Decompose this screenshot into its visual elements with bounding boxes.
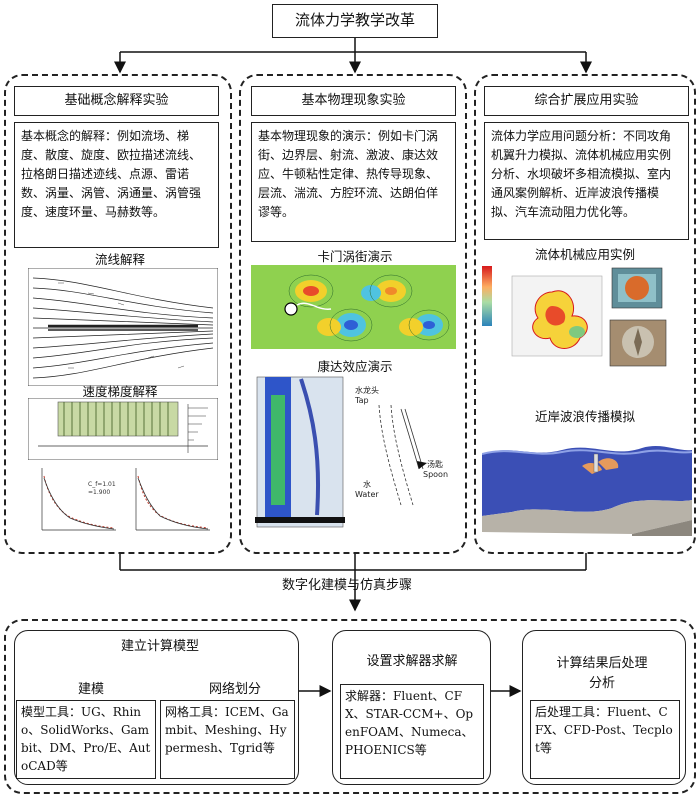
col3-figure2-caption: 近岸波浪传播模拟: [534, 409, 635, 424]
plot-label-cf: C_f=1.01: [88, 481, 116, 488]
col2-heading-box: 基本物理现象实验: [251, 86, 456, 116]
fluid-machinery-figure: [482, 266, 667, 367]
col1-description: 基本概念的解释：例如流场、梯度、散度、旋度、欧拉描述流线、拉格朗日描述迹线、点源…: [21, 129, 202, 219]
col3-figure1-caption: 流体机械应用实例: [534, 247, 635, 262]
modeling-tools-text: 模型工具：UG、Rhino、SolidWorks、Gambit、DM、Pro/E…: [21, 705, 151, 773]
col3-heading-box: 综合扩展应用实验: [484, 86, 689, 116]
modeling-tools-box: 模型工具：UG、Rhino、SolidWorks、Gambit、DM、Pro/E…: [16, 700, 156, 779]
col2-description-box: 基本物理现象的演示：例如卡门涡街、边界层、射流、激波、康达效应、牛顿粘性定律、热…: [251, 122, 456, 242]
coanda-water-en: Water: [355, 490, 379, 499]
col2-figure1-caption: 卡门涡街演示: [317, 249, 393, 264]
coanda-spoon-zh: 汤匙: [427, 459, 443, 469]
col2-description: 基本物理现象的演示：例如卡门涡街、边界层、射流、激波、康达效应、牛顿粘性定律、热…: [258, 129, 439, 219]
post-processing-title: 计算结果后处理分析: [556, 656, 648, 691]
col2-heading: 基本物理现象实验: [301, 93, 406, 108]
coastal-wave-figure: [482, 446, 692, 536]
column-basic-concepts: [4, 74, 232, 554]
coanda-water-zh: 水: [363, 479, 371, 489]
modeling-title: 建模: [77, 682, 104, 697]
boundary-layer-plots: C_f=1.01 =1.900: [41, 468, 210, 531]
post-tools-text: 后处理工具：Fluent、CFX、CFD-Post、Tecplot等: [535, 705, 673, 755]
col1-heading: 基础概念解释实验: [64, 93, 169, 108]
main-title: 流体力学教学改革: [294, 11, 415, 29]
build-model-title: 建立计算模型: [120, 639, 199, 654]
mesh-tools-text: 网格工具：ICEM、Gambit、Meshing、Hypermesh、Tgrid…: [165, 705, 289, 755]
solver-tools-text: 求解器：Fluent、CFX、STAR-CCM+、OpenFOAM、Numeca…: [345, 689, 474, 757]
velocity-gradient-figure: [28, 398, 218, 460]
col1-figure2-caption: 速度梯度解释: [82, 384, 158, 399]
coanda-tap-en: Tap: [354, 396, 369, 405]
col1-description-box: 基本概念的解释：例如流场、梯度、散度、旋度、欧拉描述流线、拉格朗日描述迹线、点源…: [14, 122, 219, 248]
col1-figure1-caption: 流线解释: [94, 252, 145, 267]
coanda-spoon-en: Spoon: [423, 470, 448, 479]
mesh-title: 网络划分: [208, 682, 261, 697]
col3-description-box: 流体力学应用问题分析：不同攻角机翼升力模拟、流体机械应用实例分析、水坝破坏多相流…: [484, 122, 689, 240]
coanda-tap-zh: 水龙头: [355, 385, 379, 395]
karman-vortex-figure: [251, 265, 456, 349]
plot-label-n: =1.900: [88, 489, 110, 496]
col3-heading: 综合扩展应用实验: [534, 93, 639, 108]
column-applications: [474, 74, 696, 554]
solver-tools-box: 求解器：Fluent、CFX、STAR-CCM+、OpenFOAM、Numeca…: [340, 684, 484, 779]
solver-title: 设置求解器求解: [366, 654, 458, 669]
post-tools-box: 后处理工具：Fluent、CFX、CFD-Post、Tecplot等: [530, 700, 680, 779]
col1-heading-box: 基础概念解释实验: [14, 86, 219, 116]
coanda-effect-figure: 水龙头 Tap 汤匙 Spoon 水 Water: [255, 376, 448, 528]
modeling-steps-label: 数字化建模与仿真步骤: [282, 578, 413, 593]
steps-container: [4, 619, 696, 794]
col2-figure2-caption: 康达效应演示: [317, 359, 393, 374]
column-physical-phenomena: [239, 74, 467, 554]
streamline-figure: [28, 268, 218, 386]
mesh-tools-box: 网格工具：ICEM、Gambit、Meshing、Hypermesh、Tgrid…: [160, 700, 295, 779]
col3-description: 流体力学应用问题分析：不同攻角机翼升力模拟、流体机械应用实例分析、水坝破坏多相流…: [491, 129, 672, 219]
main-title-box: 流体力学教学改革: [272, 4, 438, 38]
